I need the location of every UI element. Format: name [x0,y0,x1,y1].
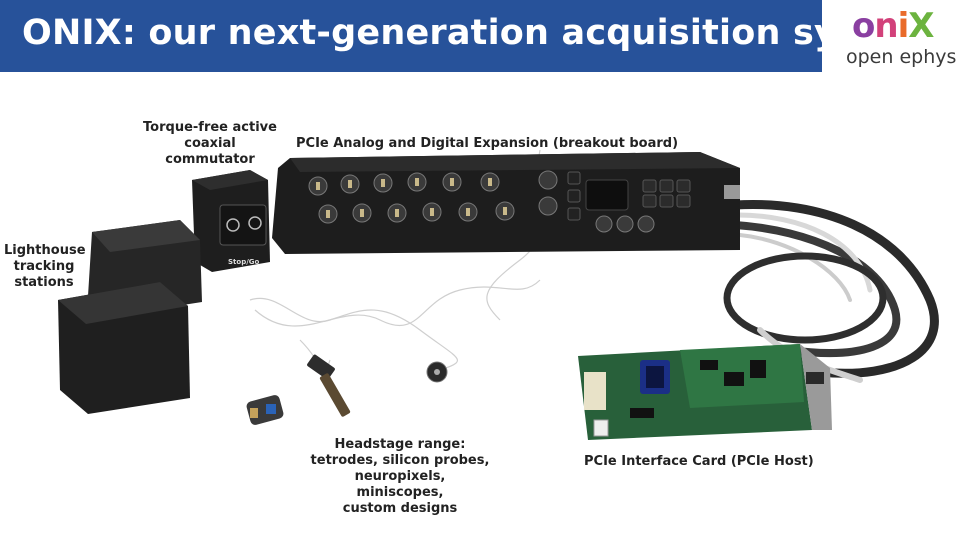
logo-letter: X [908,6,934,46]
logo-wordmark: oniX [852,6,934,46]
logo-letter: i [897,6,910,46]
commutator-button-text: Stop/Go [228,258,260,266]
label-pcie-card: PCIe Interface Card (PCIe Host) [584,454,814,469]
label-commutator: Torque-free active coaxial commutator [143,120,277,167]
slide-title: ONIX: our next-generation acquisition sy… [22,13,936,53]
title-bar: ONIX: our next-generation acquisition sy… [0,0,935,72]
logo-letter: o [852,6,875,46]
breakout-board [272,152,740,254]
commutator: Stop/Go [192,170,270,272]
logo-subtitle: open ephys [846,46,957,68]
label-lighthouse: Lighthouse tracking stations [4,243,86,290]
onix-logo: oniX open ephys [842,6,956,70]
label-headstage-range: Headstage range: tetrodes, silicon probe… [310,437,490,516]
label-breakout-board: PCIe Analog and Digital Expansion (break… [296,136,679,151]
lighthouse-stations [58,220,202,414]
headstages [246,354,448,425]
logo-letter: n [874,6,898,46]
pcie-card [578,344,832,440]
